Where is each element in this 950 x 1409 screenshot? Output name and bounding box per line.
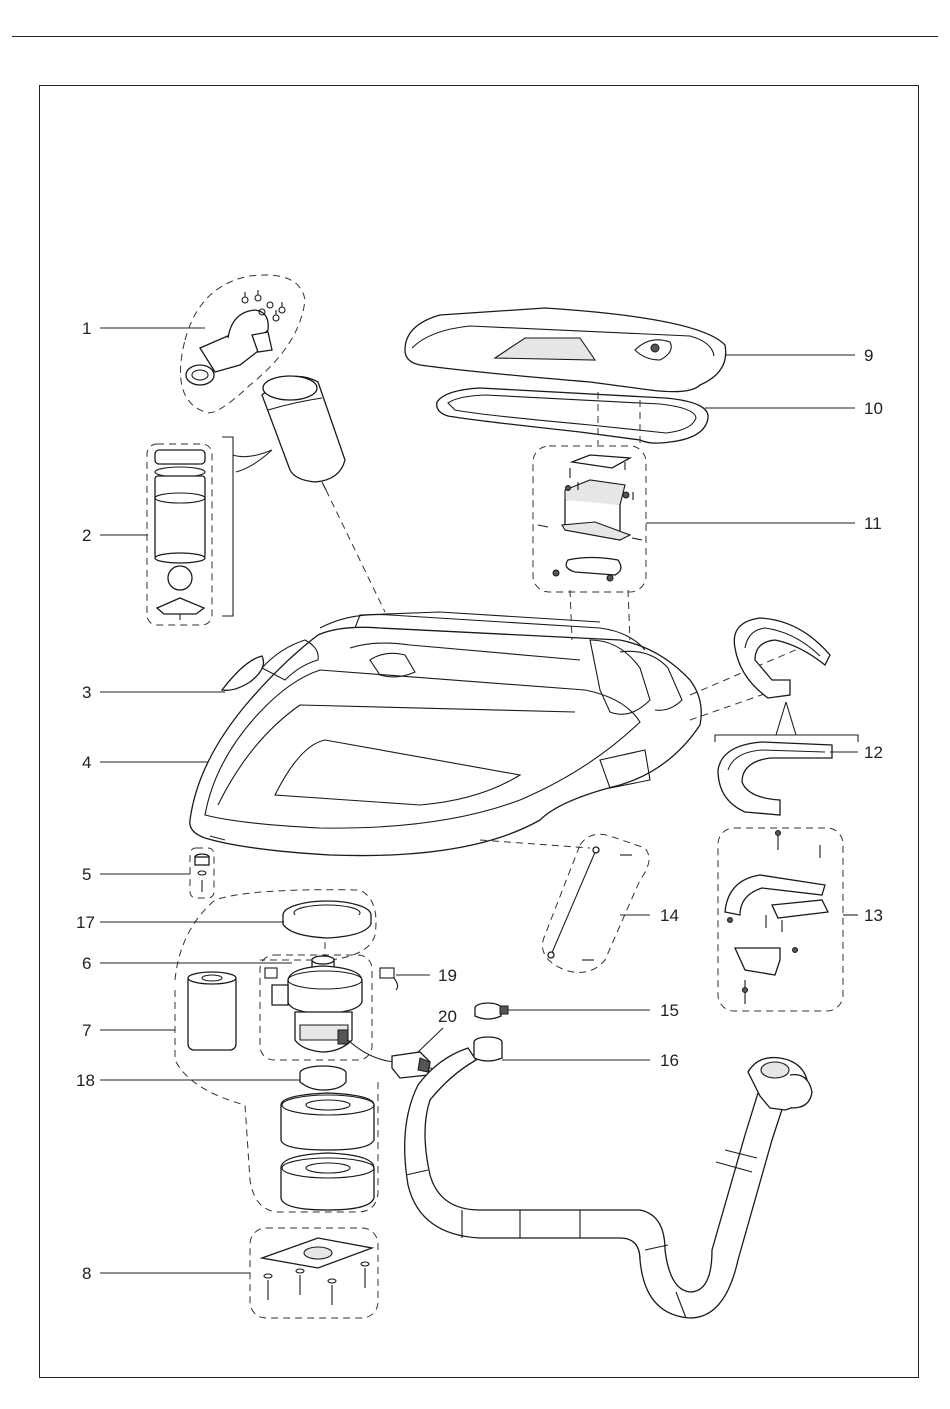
callout-17: 17 [76, 913, 95, 932]
callout-9: 9 [864, 346, 873, 365]
callout-14: 14 [660, 906, 679, 925]
callout-10: 10 [864, 399, 883, 418]
callout-2: 2 [82, 526, 91, 545]
part-5-fastener-stack [190, 848, 214, 898]
part-16-drain-hose [405, 1037, 812, 1318]
callout-11: 11 [864, 514, 882, 533]
callout-4: 4 [82, 753, 91, 772]
callout-5: 5 [82, 865, 91, 884]
part-10-lid-gasket [437, 388, 708, 445]
part-18-mount-rings [281, 1066, 374, 1210]
callout-18: 18 [76, 1071, 95, 1090]
callout-16: 16 [660, 1051, 679, 1070]
callout-15: 15 [660, 1001, 679, 1020]
part-6-vacuum-motor [260, 955, 372, 1060]
callout-20: 20 [438, 1007, 457, 1026]
part-15-hose-clamp [475, 1003, 508, 1019]
callout-3: 3 [82, 683, 91, 702]
part-12-squeegee-mount [715, 618, 858, 815]
part-9-top-lid [405, 308, 726, 392]
part-19-terminal [380, 968, 398, 990]
callout-19: 19 [438, 966, 457, 985]
part-3-small-blade [222, 656, 264, 690]
callout-6: 6 [82, 954, 91, 973]
callout-12: 12 [864, 743, 883, 762]
cylindrical-filter [262, 376, 385, 612]
part-4-main-housing [190, 612, 701, 856]
part-17-motor-gasket [175, 890, 376, 980]
part-13-bracket-kit [718, 828, 843, 1011]
part-2-filter-stack [147, 437, 272, 625]
callout-1: 1 [82, 319, 91, 338]
part-8-base-plate [250, 1228, 378, 1318]
callout-8: 8 [82, 1264, 91, 1283]
callout-7: 7 [82, 1021, 91, 1040]
part-11-float-assembly [533, 446, 646, 592]
callout-13: 13 [864, 906, 883, 925]
part-14-rod-kit [543, 834, 650, 972]
